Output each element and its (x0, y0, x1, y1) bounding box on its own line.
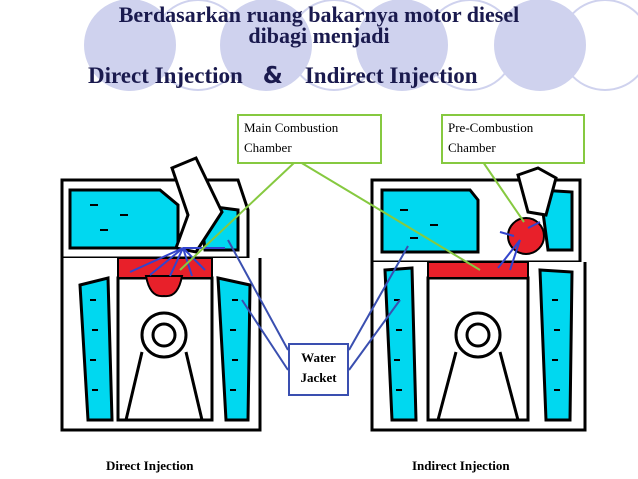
head-water-jacket (68, 188, 180, 250)
block-water-jacket-right (216, 276, 252, 422)
water-jacket-leaders (227, 239, 409, 371)
page-title-line-1: Berdasarkan ruang bakarnya motor diesel (118, 2, 520, 27)
block-water-jacket-left (78, 276, 114, 422)
injection-spray-arrows-right (497, 221, 541, 271)
callout-leaders (179, 161, 525, 271)
label-line: Water (301, 350, 336, 365)
subtitle-direct: Direct Injection (88, 63, 243, 88)
label-line: Main Combustion (244, 120, 339, 135)
main-combustion-chamber-label: Main Combustion Chamber (237, 114, 382, 164)
caption-indirect-injection: Indirect Injection (412, 458, 510, 473)
label-line: Pre-Combustion (448, 120, 534, 135)
direct-injection-engine (60, 156, 262, 432)
page-title-line-2: dibagi menjadi (248, 23, 390, 48)
background-circles (84, 0, 638, 91)
block-water-jacket-left (383, 266, 418, 422)
head-water-jacket (380, 188, 480, 254)
subtitle: Direct Injection&Indirect Injection (88, 63, 478, 89)
label-line: Chamber (448, 140, 496, 155)
label-line: Chamber (244, 140, 292, 155)
injector (170, 156, 224, 254)
subtitle-indirect: Indirect Injection (304, 63, 478, 88)
block-water-jacket-right (538, 268, 574, 422)
pre-combustion-chamber-label: Pre-Combustion Chamber (441, 114, 585, 164)
label-line: Jacket (300, 370, 337, 385)
caption-direct-injection: Direct Injection (106, 458, 194, 473)
main-combustion-chamber (427, 261, 529, 279)
indirect-injection-engine (370, 166, 587, 432)
injector (516, 166, 558, 217)
subtitle-ampersand: & (262, 63, 283, 89)
water-jacket-label: Water Jacket (288, 343, 349, 396)
